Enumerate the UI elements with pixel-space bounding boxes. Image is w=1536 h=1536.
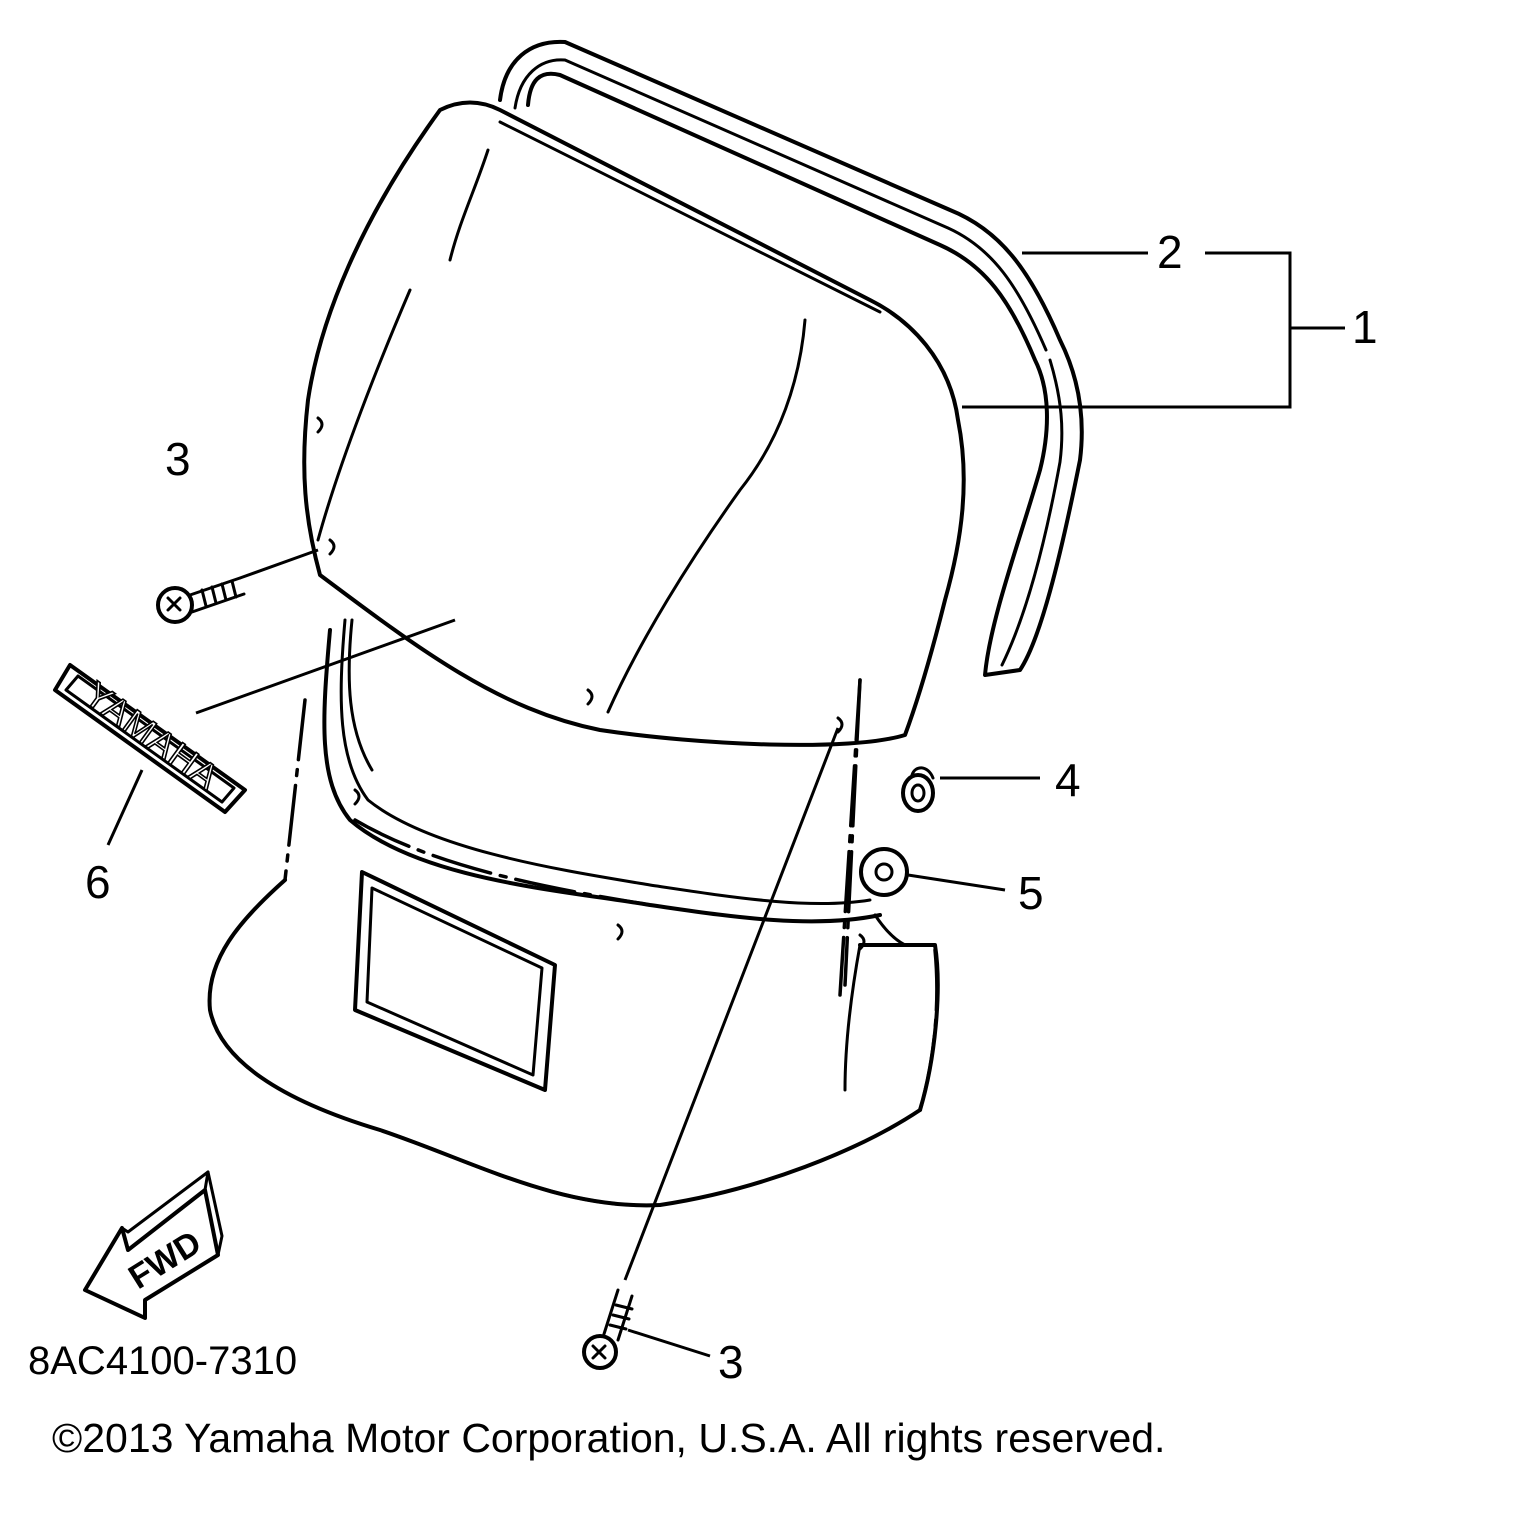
callout-1: 1: [1352, 301, 1378, 353]
callout-4: 4: [1055, 754, 1081, 806]
emblem-decal: YAMAHA: [53, 663, 247, 814]
callout-3-lower: 3: [718, 1336, 744, 1388]
emblem-text: YAMAHA: [77, 673, 227, 797]
callout-2: 2: [1157, 226, 1183, 278]
screw-lower: [582, 1288, 634, 1370]
windshield-screen: [302, 100, 966, 747]
molding-strip: [498, 39, 1084, 677]
damper: [859, 847, 909, 897]
callout-6: 6: [85, 856, 111, 908]
nut: [901, 766, 935, 813]
leader-lines: [106, 251, 1345, 1358]
callout-5: 5: [1018, 867, 1044, 919]
diagram-code: 8AC4100-7310: [28, 1339, 297, 1383]
screw-upper: [156, 576, 246, 624]
lower-cowl: [207, 618, 940, 1208]
callout-3-upper: 3: [165, 433, 191, 485]
fwd-arrow-icon: FWD: [83, 1170, 224, 1320]
copyright-notice: ©2013 Yamaha Motor Corporation, U.S.A. A…: [52, 1415, 1165, 1461]
